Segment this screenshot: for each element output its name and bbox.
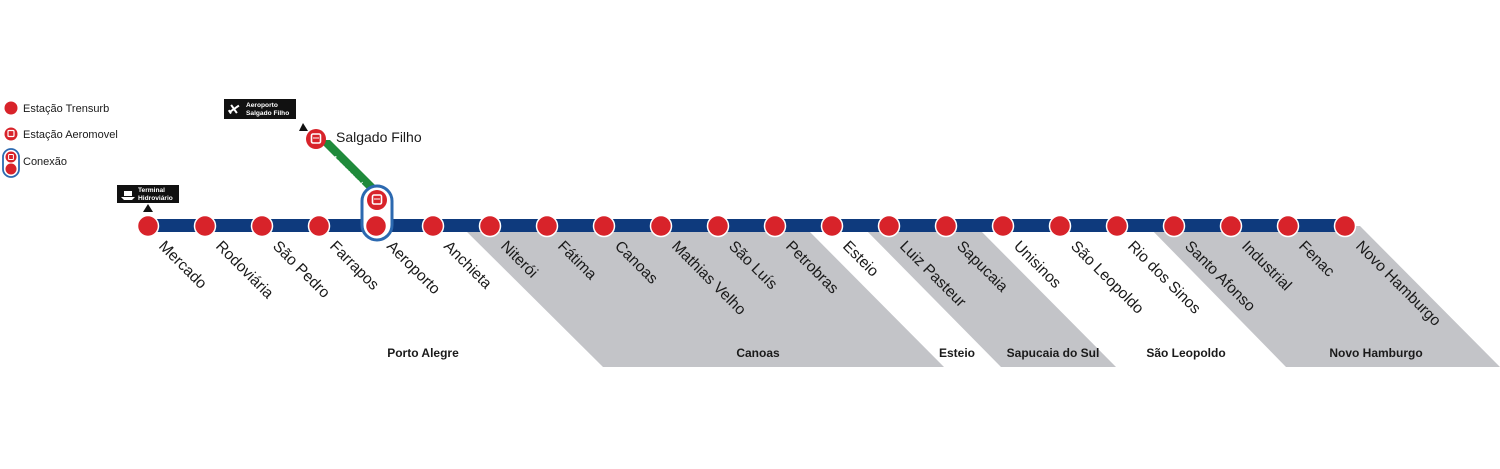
ferry-sign-line2: Hidroviário xyxy=(138,195,173,202)
city-bands xyxy=(461,226,1500,367)
station-dot-icon[interactable] xyxy=(421,214,445,238)
station-label: São Pedro xyxy=(269,238,333,302)
legend-label: Estação Aeromovel xyxy=(23,129,118,141)
station-dot-icon[interactable] xyxy=(535,214,559,238)
station-dot-icon[interactable] xyxy=(934,214,958,238)
station-dot-icon[interactable] xyxy=(1048,214,1072,238)
station-dot-icon[interactable] xyxy=(1333,214,1357,238)
station-dot-icon[interactable] xyxy=(1276,214,1300,238)
station-label: Farrapos xyxy=(326,238,382,294)
station-label: Aeroporto xyxy=(383,238,443,298)
station-dot-icon[interactable] xyxy=(307,214,331,238)
station-dot-icon[interactable] xyxy=(763,214,787,238)
trensurb-line xyxy=(148,219,1346,232)
station-dot-icon[interactable] xyxy=(136,214,160,238)
station-dot-icon[interactable] xyxy=(1219,214,1243,238)
city-label: Esteio xyxy=(939,346,975,360)
salgado-filho-label: Salgado Filho xyxy=(336,129,422,145)
station-dot-icon[interactable] xyxy=(592,214,616,238)
aeromovel-station-salgado-filho[interactable] xyxy=(306,129,326,149)
station-dot-icon[interactable] xyxy=(1162,214,1186,238)
legend-item-connection: Conexão xyxy=(2,148,67,178)
station-dot-icon[interactable] xyxy=(250,214,274,238)
legend-label: Conexão xyxy=(23,156,67,168)
station-label: Rodoviária xyxy=(212,238,277,303)
airport-sign: Aeroporto Salgado Filho xyxy=(224,99,296,119)
arrow-up-icon xyxy=(143,204,153,212)
airplane-icon xyxy=(227,104,240,115)
airport-sign-line1: Aeroporto xyxy=(246,102,278,109)
station-dot-icon[interactable] xyxy=(478,214,502,238)
legend-label: Estação Trensurb xyxy=(23,103,109,115)
city-labels: Porto Alegre Canoas Esteio Sapucaia do S… xyxy=(387,346,1422,360)
city-label: Canoas xyxy=(736,346,780,360)
city-label: Sapucaia do Sul xyxy=(1007,346,1100,360)
legend-item-aeromovel: Estação Aeromovel xyxy=(4,127,118,141)
station-dot-icon[interactable] xyxy=(364,214,388,238)
city-label: Novo Hamburgo xyxy=(1329,346,1422,360)
station-label: Mercado xyxy=(155,238,210,293)
station-dot-icon[interactable] xyxy=(193,214,217,238)
legend: Estação Trensurb Estação Aeromovel Conex… xyxy=(2,101,118,178)
station-dot-icon xyxy=(4,101,18,115)
station-dot-icon[interactable] xyxy=(649,214,673,238)
aeromovel-station-icon xyxy=(4,127,18,141)
station-dot-icon[interactable] xyxy=(820,214,844,238)
ferry-icon xyxy=(121,191,135,200)
station-dot-icon[interactable] xyxy=(1105,214,1129,238)
airport-sign-line2: Salgado Filho xyxy=(246,110,289,117)
ferry-sign: Terminal Hidroviário xyxy=(117,185,179,203)
city-band-sapucaia-do-sul xyxy=(862,226,1116,367)
connection-icon xyxy=(2,148,20,178)
station-dot-icon[interactable] xyxy=(706,214,730,238)
city-band-novo-hamburgo xyxy=(1148,226,1500,367)
legend-item-trensurb: Estação Trensurb xyxy=(4,101,109,115)
city-label: São Leopoldo xyxy=(1146,346,1225,360)
station-dot-icon[interactable] xyxy=(991,214,1015,238)
arrow-up-icon xyxy=(299,123,308,131)
city-band-canoas xyxy=(461,226,944,367)
aeromovel-track: Aeromovel xyxy=(318,140,380,190)
station-dot-icon[interactable] xyxy=(877,214,901,238)
city-label: Porto Alegre xyxy=(387,346,459,360)
ferry-sign-line1: Terminal xyxy=(138,187,165,194)
